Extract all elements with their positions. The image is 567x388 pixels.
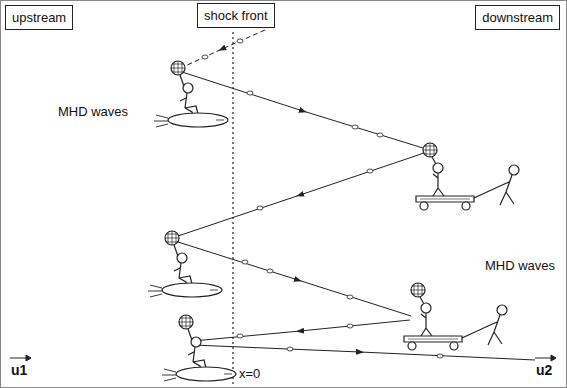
- velocity-label: u1: [10, 362, 28, 378]
- wave-label: MHD waves: [484, 258, 556, 273]
- cart-figure: [404, 283, 507, 350]
- region-name: upstream: [12, 10, 66, 25]
- position-label: x=0: [238, 366, 261, 381]
- region-name: shock front: [204, 8, 268, 23]
- particle-path: [178, 30, 535, 360]
- region-name: downstream: [482, 10, 553, 25]
- surfer-figure: [162, 315, 236, 381]
- region-box: upstream: [5, 5, 73, 30]
- cart-figure: [416, 143, 519, 210]
- wave-label: MHD waves: [57, 104, 129, 119]
- surfer-figure: [148, 231, 222, 297]
- vector-arrow: [10, 355, 556, 361]
- surfer-figure: [154, 61, 228, 127]
- region-box: shock front: [197, 3, 275, 28]
- shock-line: [232, 32, 233, 386]
- velocity-label: u2: [535, 362, 553, 378]
- region-box: downstream: [475, 5, 560, 30]
- particle-dots: [202, 39, 443, 358]
